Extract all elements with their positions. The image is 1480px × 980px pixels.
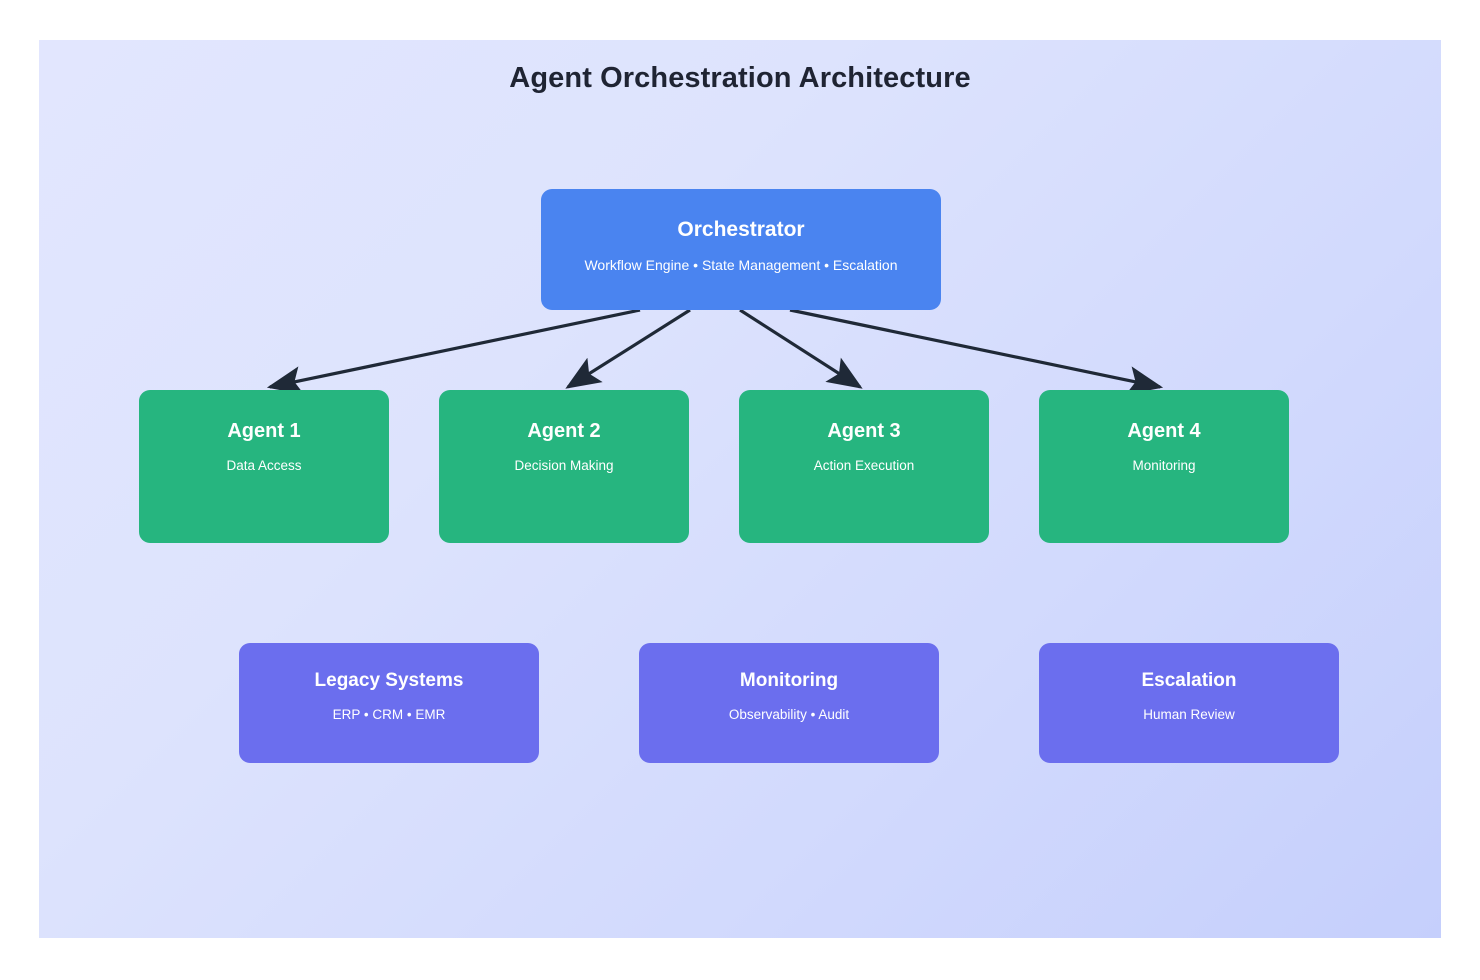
node-agent-4-title: Agent 4 <box>1127 420 1201 442</box>
node-monitoring[interactable]: Monitoring Observability • Audit <box>639 643 939 763</box>
node-monitoring-subtitle: Observability • Audit <box>728 706 850 722</box>
connector-orchestrator-to-agent-4 <box>789 308 1164 395</box>
connector-orchestrator-to-agent-1 <box>266 308 641 395</box>
node-escalation-title: Escalation <box>1141 670 1237 691</box>
node-agent-3[interactable]: Agent 3 Action Execution <box>739 390 989 543</box>
node-agent-2-subtitle: Decision Making <box>514 458 614 473</box>
node-agent-2[interactable]: Agent 2 Decision Making <box>439 390 689 543</box>
connector-orchestrator-to-agent-3 <box>739 308 863 389</box>
node-orchestrator[interactable]: Orchestrator Workflow Engine • State Man… <box>541 189 941 310</box>
node-agent-1-subtitle: Data Access <box>226 458 302 473</box>
diagram-canvas: Agent Orchestration Architecture Orchest… <box>39 40 1441 938</box>
node-agent-2-title: Agent 2 <box>527 420 601 442</box>
node-agent-4[interactable]: Agent 4 Monitoring <box>1039 390 1289 543</box>
node-agent-1-title: Agent 1 <box>227 420 301 442</box>
node-legacy-systems[interactable]: Legacy Systems ERP • CRM • EMR <box>239 643 539 763</box>
node-orchestrator-title: Orchestrator <box>677 218 805 241</box>
connector-orchestrator-to-agent-2 <box>565 308 691 389</box>
node-legacy-systems-title: Legacy Systems <box>314 670 464 691</box>
node-agent-3-title: Agent 3 <box>827 420 901 442</box>
node-agent-1[interactable]: Agent 1 Data Access <box>139 390 389 543</box>
node-escalation-subtitle: Human Review <box>1143 706 1235 722</box>
node-agent-3-subtitle: Action Execution <box>813 458 915 473</box>
node-agent-4-subtitle: Monitoring <box>1132 458 1196 473</box>
node-orchestrator-subtitle: Workflow Engine • State Management • Esc… <box>584 257 898 274</box>
node-legacy-systems-subtitle: ERP • CRM • EMR <box>332 706 446 722</box>
node-escalation[interactable]: Escalation Human Review <box>1039 643 1339 763</box>
node-monitoring-title: Monitoring <box>739 670 839 691</box>
page-title: Agent Orchestration Architecture <box>509 62 971 94</box>
